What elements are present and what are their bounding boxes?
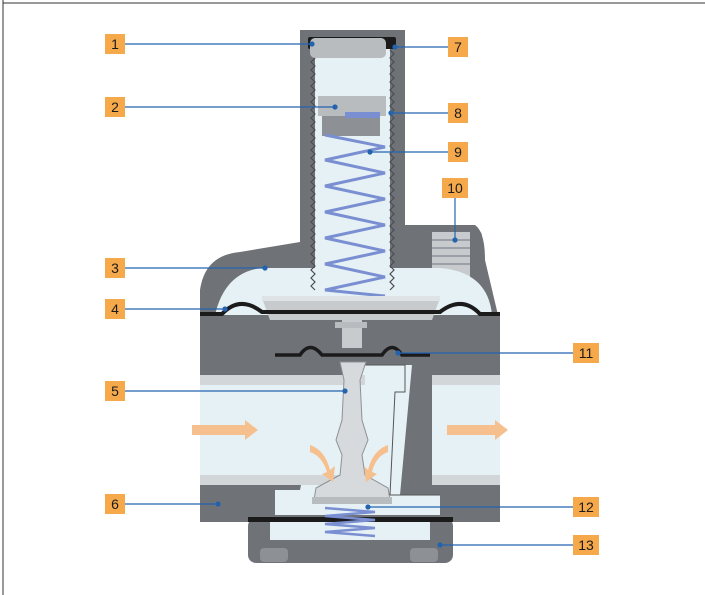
callout-11-box <box>573 343 599 363</box>
outlet-flow-arrow <box>447 420 508 440</box>
callout-13-label: 13 <box>578 537 594 553</box>
callout-7-box <box>448 37 468 57</box>
callout-5-label: 5 <box>111 383 119 399</box>
callout-9-box <box>448 142 468 162</box>
callout-6-box <box>105 494 125 514</box>
top-cap <box>308 37 396 58</box>
callout-8-box <box>448 103 468 123</box>
callout-9-label: 9 <box>454 144 462 160</box>
bottom-seal <box>248 517 453 522</box>
callout-10-box <box>442 178 468 198</box>
callout-2-box <box>105 97 125 117</box>
main-diaphragm <box>200 302 500 316</box>
main-spring <box>324 133 386 298</box>
diaphragm-plate <box>262 298 440 320</box>
callout-1-label: 1 <box>111 36 119 52</box>
callout-12-box <box>573 497 599 517</box>
callout-1-box <box>105 34 125 54</box>
callout-7-label: 7 <box>454 39 462 55</box>
callout-4-box <box>105 299 125 319</box>
callout-5-box <box>105 381 125 401</box>
inlet-flow-arrow <box>192 420 258 440</box>
spring-chamber-thread-right <box>389 49 395 291</box>
callout-3-box <box>105 258 125 278</box>
callout-boxes <box>105 34 599 555</box>
leader-lines <box>125 41 573 548</box>
callout-3-label: 3 <box>111 260 119 276</box>
lower-spring <box>324 506 376 538</box>
internal-flow-arrow-left <box>310 445 335 482</box>
callout-11-label: 11 <box>579 345 594 361</box>
callout-8-label: 8 <box>454 105 462 121</box>
callout-4-label: 4 <box>111 301 119 317</box>
callout-6-label: 6 <box>111 496 119 512</box>
callout-2-label: 2 <box>111 99 119 115</box>
spring-seat-upper <box>322 116 380 136</box>
bottom-cap <box>248 518 453 563</box>
spring-chamber-thread-left <box>310 49 316 291</box>
callout-13-box <box>573 535 599 555</box>
secondary-diaphragm <box>275 345 430 357</box>
adjusting-screw <box>318 96 386 116</box>
diaphragm-housing <box>200 30 498 315</box>
callout-10-label: 10 <box>447 180 463 196</box>
internal-flow-arrow-right <box>364 445 388 482</box>
callout-12-label: 12 <box>578 499 594 515</box>
